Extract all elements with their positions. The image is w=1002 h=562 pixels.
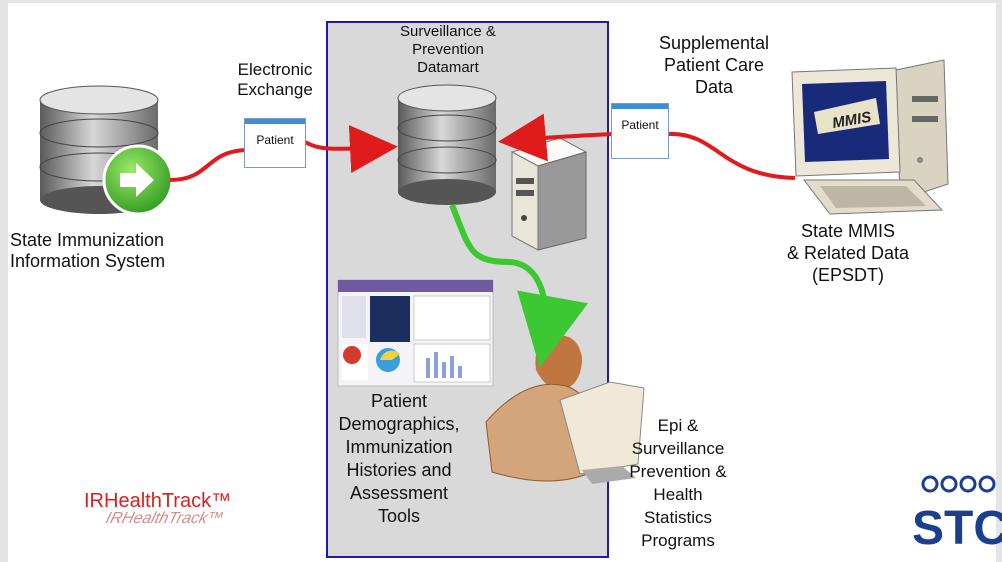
left-patient-tag-label: Patient xyxy=(256,133,294,147)
epi-programs-label: Epi & Surveillance Prevention & Health S… xyxy=(629,416,727,550)
dashboard-thumbnail-image xyxy=(337,279,494,387)
state-mmis-label: State MMIS & Related Data (EPSDT) xyxy=(786,221,910,285)
electronic-exchange-label: Electronic Exchange xyxy=(237,60,313,99)
stc-logo-text: STC xyxy=(912,502,1002,555)
mmis-screen-label: MMIS xyxy=(831,109,873,133)
state-immunization-label: State Immunization Information System xyxy=(10,230,166,271)
server-tower-icon xyxy=(510,137,588,251)
datamart-to-analyst-arrow xyxy=(449,203,588,368)
right-patient-tag-label: Patient xyxy=(621,118,659,132)
datamart-label: Surveillance & Prevention Datamart xyxy=(400,23,496,76)
irhealthtrack-brand: IRHealthTrack™ xyxy=(84,490,232,512)
left-patient-document-tag: Patient xyxy=(244,118,306,168)
state-immunization-database-icon xyxy=(39,85,159,214)
datamart-database-icon xyxy=(397,84,497,205)
right-connector-line xyxy=(667,131,796,180)
stc-logo-icon: STC xyxy=(912,475,1002,555)
irhealthtrack-brand-shadow: IRHealthTrack™ xyxy=(103,510,226,527)
right-to-datamart-arrow xyxy=(498,113,613,162)
left-connector-line xyxy=(169,148,246,182)
right-patient-document-tag: Patient xyxy=(611,103,669,159)
green-arrow-button-icon xyxy=(102,144,174,216)
patient-tools-label: Patient Demographics, Immunization Histo… xyxy=(338,391,460,526)
mmis-computer-icon xyxy=(791,59,949,215)
left-to-datamart-arrow xyxy=(304,125,398,173)
supplemental-data-label: Supplemental Patient Care Data xyxy=(658,33,770,97)
